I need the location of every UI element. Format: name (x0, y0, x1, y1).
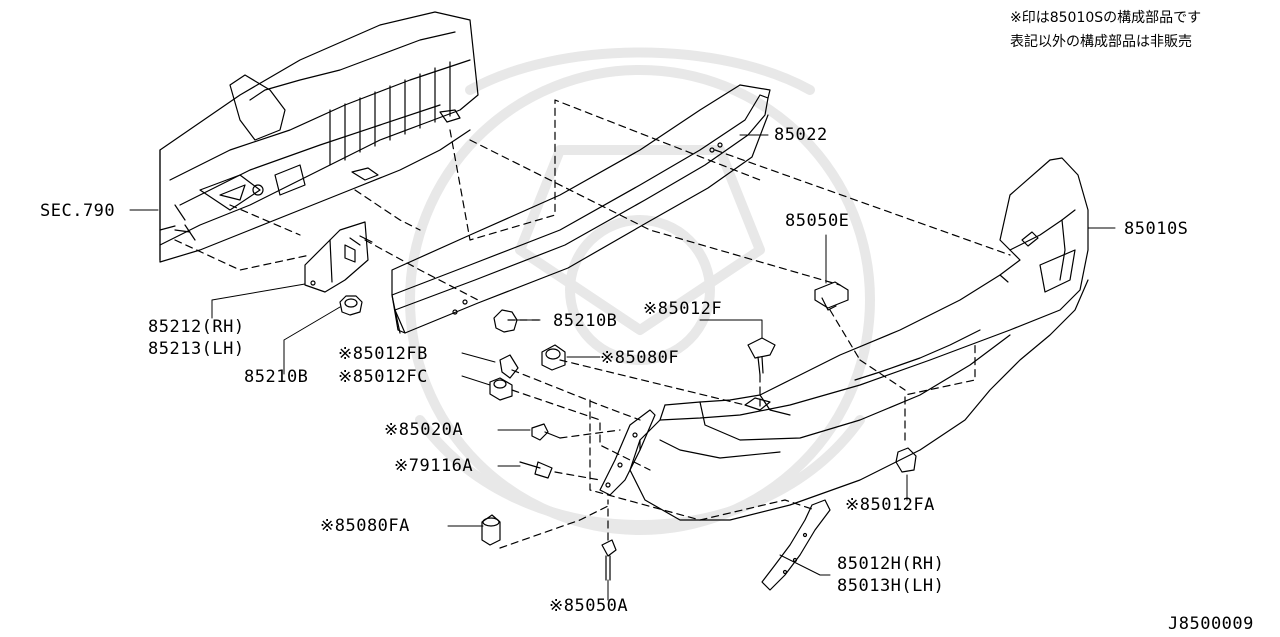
diagram-code: J8500009 (1168, 614, 1254, 634)
label-85210b-lower[interactable]: 85210B (244, 367, 309, 387)
rear-body-panel (159, 11, 479, 263)
label-85213-lh[interactable]: 85213(LH) (148, 339, 245, 359)
label-85013h-lh[interactable]: 85013H(LH) (837, 576, 945, 596)
grommet-85012fc (489, 377, 513, 401)
clip-85012fb (499, 354, 519, 379)
side-bracket (304, 221, 373, 293)
bolt-85050a (601, 539, 617, 581)
label-85080fa[interactable]: ※85080FA (320, 516, 410, 536)
note-line-2: 表記以外の構成部品は非販売 (1010, 34, 1192, 50)
label-85212-rh[interactable]: 85212(RH) (148, 317, 245, 337)
clip-85050e (814, 281, 849, 311)
label-79116a[interactable]: ※79116A (394, 456, 474, 476)
label-85012fc[interactable]: ※85012FC (338, 367, 428, 387)
leader-lines (129, 134, 1116, 601)
rivet-79116a (519, 461, 553, 479)
dashed-guides (174, 99, 1011, 549)
label-85012fb[interactable]: ※85012FB (338, 344, 428, 364)
label-sec790[interactable]: SEC.790 (40, 201, 116, 221)
label-85012f[interactable]: ※85012F (643, 299, 723, 319)
grommet-85080fa (481, 514, 501, 546)
label-85012h-rh[interactable]: 85012H(RH) (837, 554, 945, 574)
label-85050a[interactable]: ※85050A (549, 596, 629, 616)
label-85210b-upper[interactable]: 85210B (553, 311, 618, 331)
nut-85210b-upper (493, 309, 518, 333)
label-85022[interactable]: 85022 (774, 125, 828, 145)
watermark-emblem (405, 47, 875, 535)
note-line-1: ※印は85010Sの構成部品です (1010, 10, 1202, 26)
label-85080f[interactable]: ※85080F (600, 348, 680, 368)
bumper-fascia (629, 157, 1089, 521)
side-retainer-strip (761, 499, 831, 591)
nut-85210b-lower (339, 295, 363, 316)
clip-85012fa (895, 447, 917, 473)
grommet-85080f (541, 344, 566, 371)
label-85050e[interactable]: 85050E (785, 211, 850, 231)
fascia-side-bracket (599, 409, 656, 496)
reinforcement-beam (391, 84, 771, 334)
screw-85020a (531, 423, 561, 441)
screw-85012f (747, 337, 776, 376)
label-85012fa[interactable]: ※85012FA (845, 495, 935, 515)
label-85010s[interactable]: 85010S (1124, 219, 1189, 239)
label-85020a[interactable]: ※85020A (384, 420, 464, 440)
